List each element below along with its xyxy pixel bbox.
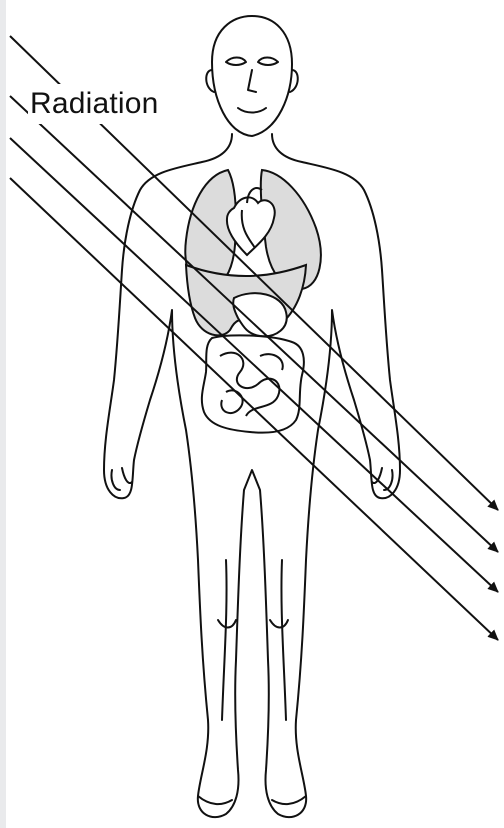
radiation-ray-2 [10,96,498,552]
right-knee [270,620,288,628]
eye-left [226,58,246,66]
large-intestine [202,335,304,432]
radiation-label: Radiation [28,84,161,124]
left-hand-fingers [111,468,132,490]
nose [248,70,256,92]
mouth [238,108,266,113]
head-outline [212,16,292,136]
left-leg-inner [222,560,227,720]
right-foot [272,796,306,804]
internal-organs [185,170,320,433]
left-knee [218,620,236,628]
left-edge-strip [0,0,6,828]
left-foot [198,796,232,804]
intestines [202,335,304,432]
eye-right [258,58,278,66]
right-leg-inner [281,560,286,720]
